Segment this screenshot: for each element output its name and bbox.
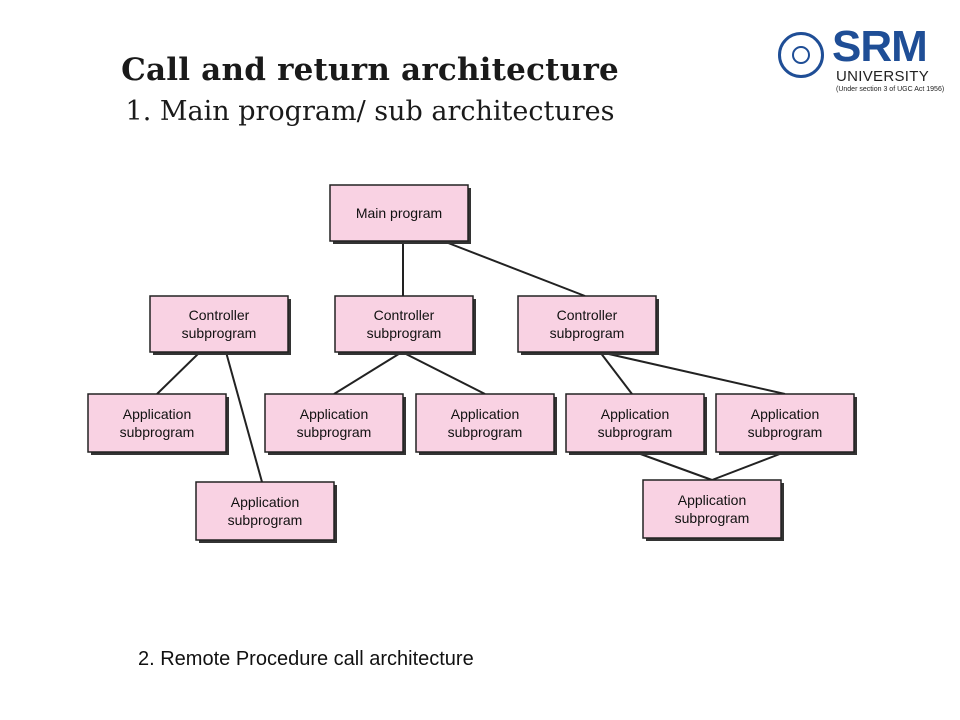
- node-box: [195, 481, 335, 541]
- edge-ctrl3-app6: [599, 351, 786, 395]
- node-box: [264, 393, 404, 453]
- logo-brand-sub: UNIVERSITY: [836, 68, 930, 85]
- node-label-line: Controller: [374, 307, 435, 323]
- node-label-line: subprogram: [448, 424, 523, 440]
- node-box: [329, 184, 469, 242]
- node-label-line: Application: [123, 406, 192, 422]
- footer-text: 2. Remote Procedure call architecture: [138, 648, 474, 670]
- edge-ctrl1-app2: [225, 351, 263, 483]
- node-label-line: Application: [678, 492, 747, 508]
- node-label-line: Main program: [356, 205, 442, 221]
- node-ctrl3: Controller subprogram: [517, 295, 659, 355]
- node-box: [642, 479, 782, 539]
- node-label-line: Application: [300, 406, 369, 422]
- node-app7: Application subprogram: [642, 479, 784, 541]
- node-app4: Application subprogram: [415, 393, 557, 455]
- node-app3: Application subprogram: [264, 393, 406, 455]
- slide-title: Call and return architecture: [121, 52, 619, 88]
- node-box: [715, 393, 855, 453]
- node-label-line: subprogram: [297, 424, 372, 440]
- node-label-line: subprogram: [675, 510, 750, 526]
- university-seal-icon: [778, 32, 824, 78]
- node-app2: Application subprogram: [195, 481, 337, 543]
- node-label-line: Application: [751, 406, 820, 422]
- slide-subtitle: 1. Main program/ sub architectures: [125, 96, 615, 127]
- node-box: [334, 295, 474, 353]
- logo-brand-note: (Under section 3 of UGC Act 1956): [836, 86, 945, 93]
- edge-app6-app7: [711, 451, 786, 481]
- node-box: [415, 393, 555, 453]
- node-app5: Application subprogram: [565, 393, 707, 455]
- node-label-line: subprogram: [550, 325, 625, 341]
- node-ctrl1: Controller subprogram: [149, 295, 291, 355]
- node-label-line: Application: [601, 406, 670, 422]
- edge-main-ctrl3: [442, 240, 586, 297]
- srm-university-logo: SRM UNIVERSITY (Under section 3 of UGC A…: [778, 22, 944, 98]
- node-label-line: Application: [231, 494, 300, 510]
- node-app6: Application subprogram: [715, 393, 857, 455]
- node-label-line: Application: [451, 406, 520, 422]
- node-app1: Application subprogram: [87, 393, 229, 455]
- node-label-line: Controller: [557, 307, 618, 323]
- node-label-line: subprogram: [598, 424, 673, 440]
- edge-app5-app7: [634, 451, 713, 481]
- node-box: [87, 393, 227, 453]
- node-box: [565, 393, 705, 453]
- node-label-line: subprogram: [367, 325, 442, 341]
- node-box: [517, 295, 657, 353]
- node-ctrl2: Controller subprogram: [334, 295, 476, 355]
- logo-brand: SRM: [832, 22, 928, 71]
- node-label-line: subprogram: [120, 424, 195, 440]
- edge-ctrl2-app3: [333, 351, 403, 395]
- node-label-line: subprogram: [748, 424, 823, 440]
- node-label-line: Controller: [189, 307, 250, 323]
- edge-ctrl2-app4: [401, 351, 486, 395]
- node-label-line: subprogram: [182, 325, 257, 341]
- edge-ctrl3-app5: [599, 351, 633, 395]
- node-box: [149, 295, 289, 353]
- node-main: Main program: [329, 184, 471, 244]
- node-label-line: subprogram: [228, 512, 303, 528]
- edge-ctrl1-app1: [156, 351, 201, 395]
